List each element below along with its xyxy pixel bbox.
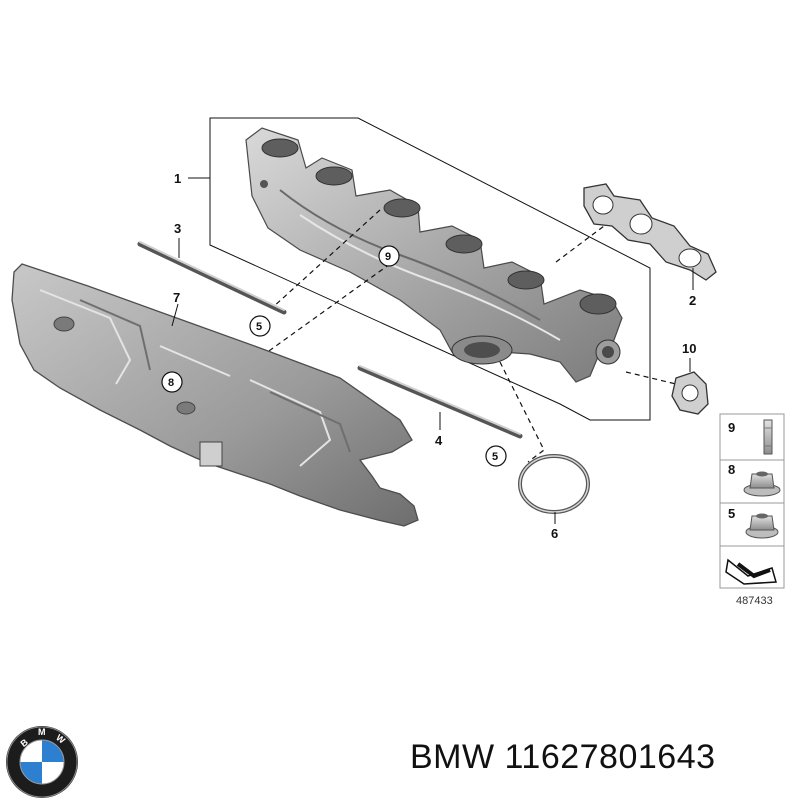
alignment-line [499, 361, 545, 463]
egr-gasket [671, 371, 709, 415]
svg-text:M: M [38, 727, 46, 737]
callout-7: 7 [173, 290, 180, 305]
direction-arrow-icon [725, 558, 777, 585]
callout-5-upper: 5 [256, 321, 262, 333]
manifold-gasket [583, 183, 717, 281]
callout-8: 8 [168, 377, 174, 389]
leader-line-7 [171, 303, 179, 327]
legend-number: 9 [728, 420, 735, 435]
legend-number: 8 [728, 462, 735, 477]
callout-5-lower: 5 [492, 451, 498, 463]
exhaust-manifold [245, 127, 623, 383]
callout-6: 6 [551, 526, 558, 541]
heat-shield [11, 263, 419, 527]
ring-gasket [518, 454, 590, 514]
callout-5-circle-lower: 5 [485, 445, 507, 467]
flange-nut-icon [743, 471, 781, 497]
callout-3: 3 [174, 221, 181, 236]
diagram-id: 487433 [736, 595, 773, 607]
part-number-label: BMW 11627801643 [410, 738, 716, 776]
alignment-line [271, 209, 381, 309]
stud-rod-upper [137, 241, 287, 315]
stud-rod-lower [357, 365, 523, 439]
assembly-frame [209, 117, 651, 421]
hardware-legend: 9 8 5 [719, 413, 785, 589]
svg-text:B: B [19, 737, 31, 749]
alignment-line [555, 225, 605, 263]
alignment-line [625, 371, 677, 385]
callout-9-circle: 9 [378, 245, 400, 267]
callout-10: 10 [682, 341, 696, 356]
legend-number: 5 [728, 506, 735, 521]
callout-8-circle: 8 [161, 371, 183, 393]
callout-9: 9 [385, 251, 391, 263]
callout-5-circle-upper: 5 [249, 315, 271, 337]
stud-icon [763, 419, 773, 455]
bmw-logo: B M W [6, 726, 78, 798]
callout-1: 1 [174, 171, 181, 186]
callout-4: 4 [435, 433, 443, 448]
hex-nut-icon [745, 513, 779, 539]
callout-2: 2 [689, 293, 696, 308]
